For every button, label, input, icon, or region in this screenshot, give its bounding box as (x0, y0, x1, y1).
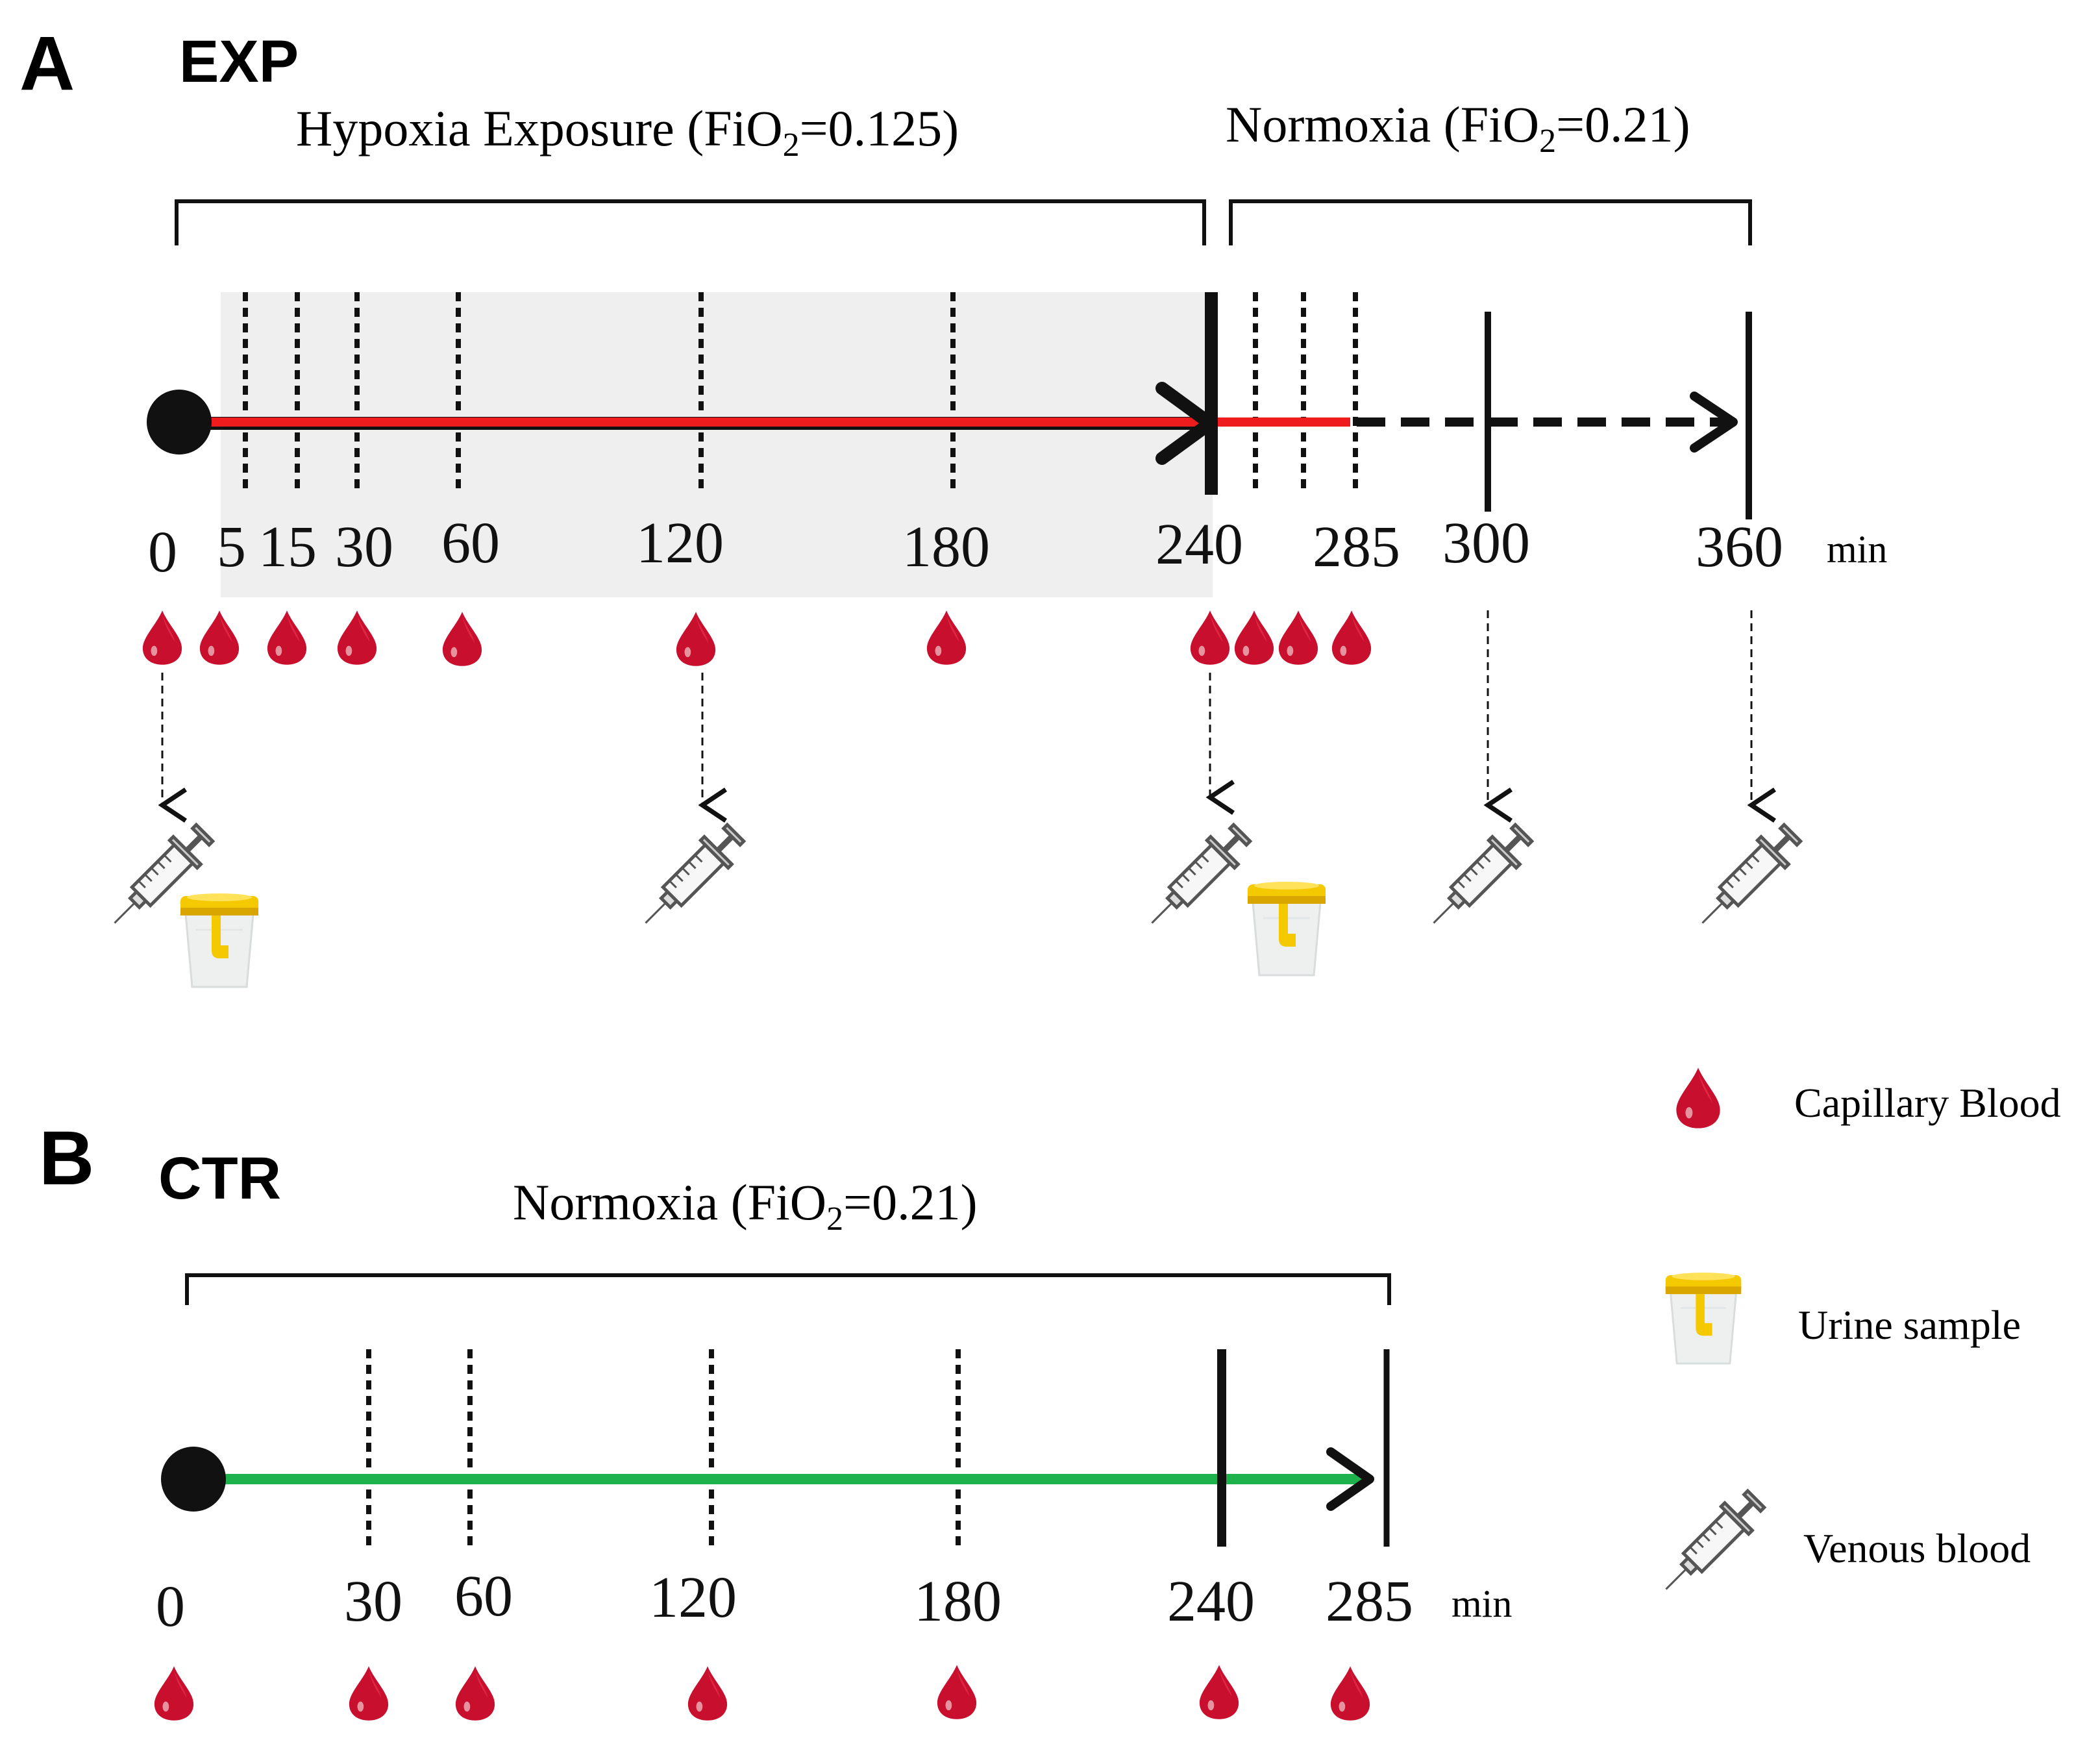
tick-label: 30 (335, 515, 393, 579)
urine-cup-icon (1246, 880, 1327, 977)
venous-sample-leaders (158, 610, 1776, 823)
normoxia-phase-label-a: Normoxia (FiO2=0.21) (1226, 96, 1690, 160)
blood-drop-icon (687, 1666, 728, 1721)
time-unit-a: min (1827, 528, 1887, 571)
urine-cup-icon (179, 892, 260, 988)
urine-cup-icon (1664, 1271, 1742, 1365)
blood-drop-icon (267, 610, 307, 665)
syringe-icon (1420, 819, 1537, 937)
blood-drop-icon (1234, 610, 1274, 665)
tick-label: 120 (649, 1565, 737, 1630)
tick-label: 5 (217, 515, 246, 579)
tick-label: 285 (1326, 1569, 1413, 1634)
tick-label: 60 (454, 1564, 513, 1628)
tick-label: 0 (148, 520, 177, 584)
tick-label: 180 (902, 515, 990, 579)
tick-label: 0 (156, 1575, 185, 1639)
blood-drop-icon (1190, 610, 1230, 665)
tick-label: 180 (914, 1569, 1002, 1634)
tick-label: 285 (1313, 515, 1400, 579)
blood-drop-icon (1676, 1067, 1720, 1128)
panel-a-letter: A (19, 21, 75, 106)
blood-drop-icon (1278, 610, 1318, 665)
blood-drop-icon (442, 612, 482, 666)
tick-label: 15 (258, 515, 317, 579)
syringe-icon (1138, 819, 1255, 937)
tick-label: 120 (636, 511, 724, 575)
panel-b-letter: B (39, 1115, 94, 1201)
blood-drop-icon (1330, 1666, 1370, 1721)
blood-drop-icon (349, 1666, 389, 1721)
capillary-drops-b (154, 1665, 1370, 1721)
tick-label: 300 (1442, 511, 1530, 575)
panel-b-group-label: CTR (158, 1145, 281, 1212)
blood-drop-icon (1199, 1665, 1239, 1719)
blood-drop-icon (937, 1665, 977, 1719)
legend-capillary-label: Capillary Blood (1794, 1080, 2061, 1126)
legend-urine-label: Urine sample (1798, 1302, 2021, 1348)
hypoxia-bracket (175, 199, 1206, 245)
tick-label: 240 (1155, 512, 1243, 577)
syringe-icon (1688, 819, 1806, 937)
start-marker-b (161, 1447, 226, 1512)
blood-drop-icon (337, 610, 377, 665)
panel-a-group-label: EXP (179, 29, 299, 95)
hypoxia-phase-label: Hypoxia Exposure (FiO2=0.125) (296, 100, 959, 164)
blood-drop-icon (676, 612, 716, 666)
tick-label: 60 (441, 511, 500, 575)
time-unit-b: min (1451, 1582, 1512, 1625)
blood-drop-icon (1331, 610, 1372, 665)
control-arrowhead (1326, 1447, 1374, 1511)
sampling-dotted-lines-a (243, 292, 1358, 495)
normoxia-bracket-b (185, 1273, 1391, 1305)
sampling-dotted-lines-b (366, 1349, 961, 1547)
normoxia-bracket-a (1229, 199, 1752, 245)
blood-drop-icon (455, 1666, 495, 1721)
tick-label: 30 (344, 1569, 402, 1634)
syringe-icon (632, 819, 749, 937)
blood-drop-icon (142, 610, 182, 665)
blood-drop-icon (926, 610, 967, 665)
recovery-arrowhead (1690, 392, 1738, 453)
normoxia-phase-label-b: Normoxia (FiO2=0.21) (513, 1174, 978, 1238)
tick-label: 360 (1696, 515, 1783, 579)
syringe-icon (1652, 1486, 1770, 1603)
tick-label: 240 (1167, 1569, 1255, 1634)
start-marker-a (147, 390, 212, 455)
legend: Capillary Blood Urine sample Venous bloo… (1652, 1067, 2061, 1603)
hypoxia-shaded-area (221, 292, 1213, 597)
blood-drop-icon (199, 610, 240, 665)
blood-drop-icon (154, 1666, 194, 1721)
venous-samples-a (101, 819, 1806, 937)
legend-venous-label: Venous blood (1803, 1525, 2031, 1571)
capillary-drops-a (142, 610, 1372, 666)
